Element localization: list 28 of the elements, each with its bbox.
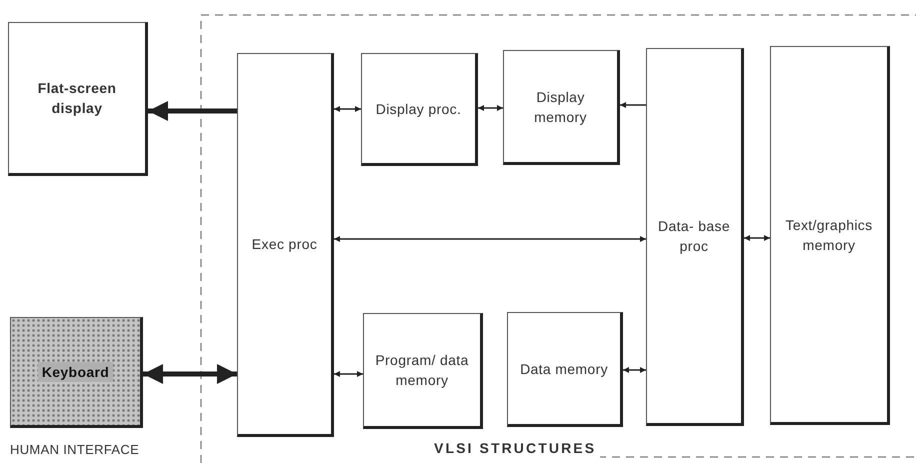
arrow [744,235,770,241]
arrow [478,105,503,111]
block-box [503,50,620,165]
block-label: Keyboard [38,362,114,382]
block-box [8,22,148,176]
block-label: Data- base proc [657,217,731,256]
block-label: Display memory [533,88,588,126]
block-label: Exec proc [250,235,318,254]
block-box [361,53,478,166]
block-label: Program/ data memory [374,351,470,390]
block-box [770,46,890,425]
block-label: Text/graphics memory [784,216,874,254]
arrow [334,236,646,242]
arrow [623,367,646,373]
arrow [334,371,363,377]
arrow [620,102,646,108]
block-label: Flat-screen display [36,79,118,118]
block-box [646,48,744,426]
block-label: Data memory [519,360,609,378]
block-box [363,313,483,429]
keyboard-box [10,317,143,428]
block-box [237,53,334,437]
block-box [507,312,623,427]
arrow [334,106,361,112]
arrow [148,101,237,121]
arrow [143,364,237,384]
region-label: HUMAN INTERFACE [10,441,140,459]
block-label: Display proc. [374,100,462,118]
